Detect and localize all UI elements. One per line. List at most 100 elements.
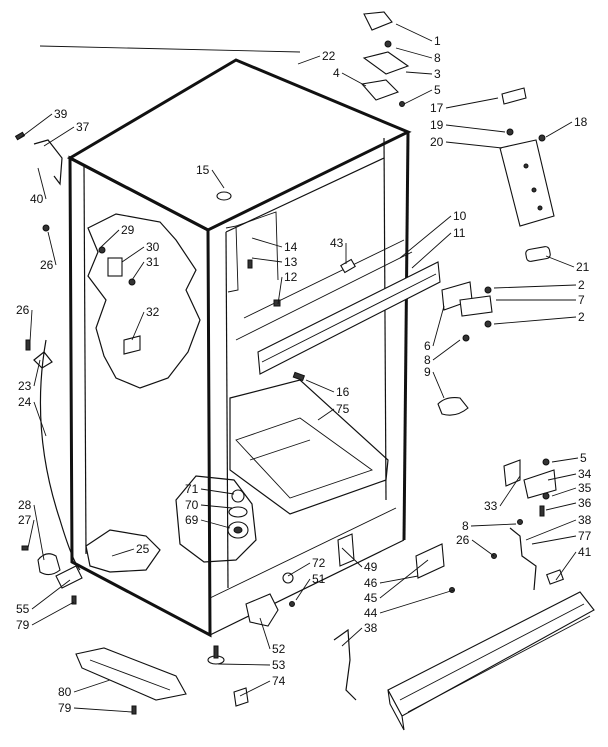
callout-c-26c: 26 [456, 533, 495, 557]
callout-c-38a: 38 [525, 513, 592, 541]
part-number-label: 26 [456, 533, 470, 547]
leader-line [493, 316, 577, 325]
part-number-label: 15 [196, 163, 210, 177]
callout-c-36: 36 [545, 496, 592, 511]
part-number-label: 40 [30, 192, 44, 206]
leader-line [33, 359, 41, 387]
leader-line [73, 679, 111, 693]
part-number-label: 35 [578, 481, 592, 495]
part-number-label: 17 [430, 101, 444, 115]
leader-line [545, 255, 575, 268]
leader-line [432, 339, 461, 361]
part-number-label: 41 [578, 545, 592, 559]
leader-line [551, 487, 577, 497]
freezer-floor [229, 379, 389, 515]
callout-c-29: 29 [99, 223, 135, 249]
part-number-label: 79 [16, 618, 30, 632]
part-number-label: 10 [453, 209, 467, 223]
callout-c-7: 7 [496, 293, 585, 307]
callout-c-14: 14 [251, 237, 298, 254]
callout-c-53: 53 [217, 658, 286, 672]
leader-line [131, 311, 145, 341]
part-number-label: 79 [58, 701, 72, 715]
leader-line [305, 379, 335, 393]
callout-c-22: 22 [297, 49, 336, 65]
leader-line [27, 519, 35, 549]
callout-c-4: 4 [333, 66, 367, 87]
front-grille [387, 591, 595, 731]
callout-c-15: 15 [196, 163, 225, 189]
part-number-label: 22 [322, 49, 336, 63]
top-hinge-group [360, 11, 555, 262]
callout-c-3: 3 [405, 67, 441, 81]
callout-c-80: 80 [58, 679, 111, 699]
leader-line [470, 523, 517, 527]
divider-rail [235, 239, 441, 375]
leader-line [399, 215, 452, 259]
leader-line [33, 401, 47, 437]
callout-c-6: 6 [424, 305, 445, 353]
callout-c-5b: 5 [551, 451, 587, 465]
callout-c-70: 70 [185, 498, 233, 512]
leader-line [217, 663, 271, 666]
callout-c-26b: 26 [16, 303, 33, 343]
part-number-label: 38 [578, 513, 592, 527]
part-number-label: 51 [312, 572, 326, 586]
callout-c-72: 72 [287, 556, 326, 577]
part-number-label: 18 [574, 115, 588, 129]
part-number-label: 25 [136, 542, 150, 556]
part-number-label: 31 [146, 255, 160, 269]
part-number-label: 80 [58, 685, 72, 699]
leader-line [200, 519, 231, 529]
callout-c-19: 19 [430, 118, 506, 133]
part-number-label: 8 [434, 51, 441, 65]
part-number-label: 26 [16, 303, 30, 317]
callout-c-35: 35 [551, 481, 592, 497]
part-number-label: 6 [424, 339, 431, 353]
callout-c-11: 11 [411, 226, 466, 269]
part-number-label: 16 [336, 385, 350, 399]
leader-line [200, 488, 235, 495]
callout-c-46: 46 [364, 575, 419, 590]
callout-c-44: 44 [364, 589, 455, 620]
callout-c-77: 77 [531, 529, 592, 545]
part-number-label: 2 [578, 278, 585, 292]
part-number-label: 45 [364, 591, 378, 605]
callout-c-41: 41 [555, 545, 592, 581]
part-number-label: 8 [462, 519, 469, 533]
insulation-patches [85, 213, 257, 573]
callout-c-12: 12 [277, 270, 298, 305]
leader-line [341, 627, 363, 647]
callout-c-27: 27 [18, 513, 35, 549]
callout-c-69: 69 [185, 513, 231, 529]
leader-line [493, 284, 577, 289]
leader-line [33, 504, 45, 561]
leader-line [37, 167, 47, 200]
leader-line [471, 539, 495, 557]
callout-c-79b: 79 [58, 701, 133, 715]
part-number-label: 69 [185, 513, 199, 527]
leader-line [545, 121, 573, 138]
callout-c-1: 1 [395, 23, 441, 48]
callout-c-17: 17 [430, 97, 499, 115]
callout-c-34: 34 [547, 467, 592, 481]
leader-line [525, 519, 577, 541]
leader-line [379, 589, 455, 614]
callout-c-21: 21 [545, 255, 590, 274]
part-number-label: 71 [185, 482, 199, 496]
callout-c-18: 18 [545, 115, 588, 138]
part-number-label: 37 [76, 120, 90, 134]
part-number-label: 24 [18, 395, 32, 409]
part-number-label: 26 [40, 258, 54, 272]
leader-line [251, 257, 283, 263]
leader-line [47, 231, 57, 266]
leader-line [551, 457, 579, 463]
part-number-label: 23 [18, 379, 32, 393]
part-number-label: 70 [185, 498, 199, 512]
leader-line [259, 617, 271, 650]
leader-line [121, 246, 145, 263]
part-number-label: 32 [146, 305, 160, 319]
part-number-label: 27 [18, 513, 32, 527]
callout-c-8c: 8 [462, 519, 517, 533]
part-number-label: 52 [272, 642, 286, 656]
